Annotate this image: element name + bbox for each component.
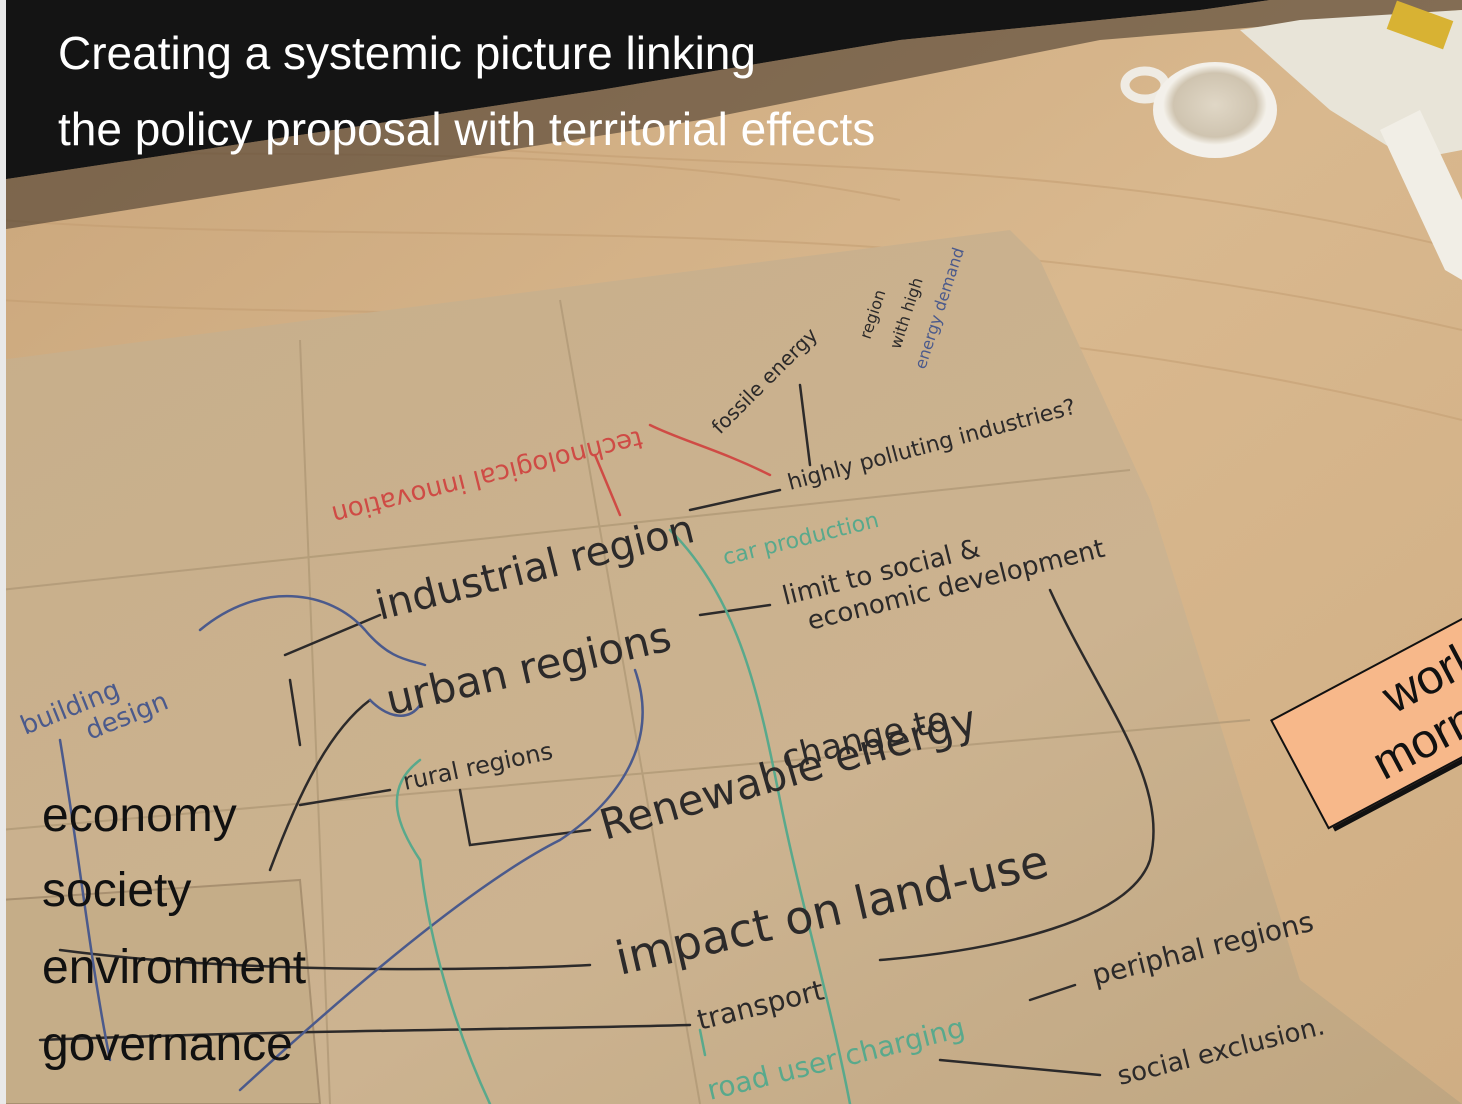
ink-black-lines bbox=[38, 383, 1155, 1077]
keyword-governance: governance bbox=[42, 1018, 293, 1071]
keyword-environment: environment bbox=[42, 941, 307, 994]
slide-title-line-1: Creating a systemic picture linking bbox=[58, 27, 756, 79]
dark-corner bbox=[0, 0, 1270, 180]
yellow-scrap bbox=[1386, 0, 1454, 50]
keyword-society: society bbox=[42, 864, 192, 917]
slide-left-edge bbox=[0, 0, 6, 1104]
coffee-cup bbox=[1120, 62, 1277, 158]
ink-blue-lines bbox=[58, 594, 644, 1092]
ink-green-lines bbox=[395, 528, 852, 1104]
keyword-economy: economy bbox=[42, 789, 237, 842]
paper-sheet bbox=[0, 230, 1462, 1104]
slide-title-line-2: the policy proposal with territorial eff… bbox=[58, 103, 876, 155]
dark-corner-shade bbox=[0, 0, 1462, 230]
second-paper bbox=[0, 878, 322, 1104]
ink-red-lines bbox=[593, 423, 772, 517]
paper-strip bbox=[1380, 110, 1462, 280]
